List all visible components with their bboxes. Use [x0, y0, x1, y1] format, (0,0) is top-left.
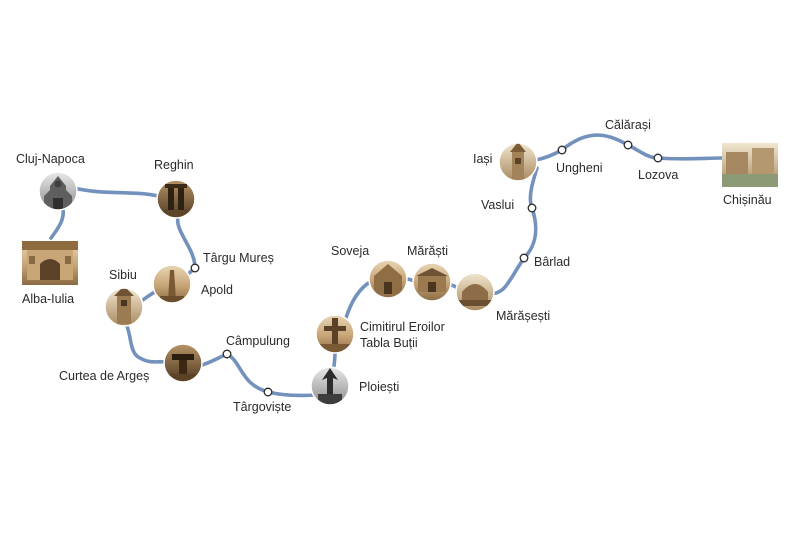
chisinau-photo: [722, 143, 778, 187]
ploiesti-photo: [311, 367, 349, 405]
label-alba-iulia: Alba-Iulia: [22, 292, 74, 306]
curtea-de-arges-photo: [164, 344, 202, 382]
label-campulung: Câmpulung: [226, 334, 290, 348]
marasti-photo: [413, 263, 451, 301]
sibiu-photo: [105, 288, 143, 326]
targoviste-stop: [263, 387, 273, 397]
alba-iulia-photo: [22, 241, 78, 285]
lozova-stop: [653, 153, 663, 163]
reghin-photo: [157, 180, 195, 218]
ungheni-stop: [557, 145, 567, 155]
calarasi-stop: [623, 140, 633, 150]
targu-mures-stop: [190, 263, 200, 273]
cluj-napoca-photo: [39, 172, 77, 210]
marasesti-photo: [456, 273, 494, 311]
label-barlad: Bârlad: [534, 255, 570, 269]
label-marasesti: Mărășești: [496, 309, 550, 323]
label-iasi: Iași: [473, 152, 492, 166]
label-marasti: Mărăști: [407, 244, 448, 258]
label-ungheni: Ungheni: [556, 161, 603, 175]
vaslui-stop: [527, 203, 537, 213]
label-targoviste: Târgoviște: [233, 400, 291, 414]
label-chisinau: Chișinău: [723, 193, 772, 207]
iasi-photo: [499, 143, 537, 181]
label-curtea-de-arges: Curtea de Argeș: [59, 369, 149, 383]
soveja-photo: [369, 260, 407, 298]
cimitirul-eroilor-photo: [316, 315, 354, 353]
label-cimitirul-line1: Cimitirul Eroilor: [360, 320, 445, 334]
label-cluj-napoca: Cluj-Napoca: [16, 152, 85, 166]
label-lozova: Lozova: [638, 168, 678, 182]
label-ploiesti: Ploiești: [359, 380, 399, 394]
route-line: [49, 133, 724, 398]
apold-photo: [153, 265, 191, 303]
label-calarasi: Călărași: [605, 118, 651, 132]
label-sibiu: Sibiu: [109, 268, 137, 282]
label-reghin: Reghin: [154, 158, 194, 172]
campulung-stop: [222, 349, 232, 359]
label-apold: Apold: [201, 283, 233, 297]
label-targu-mures: Târgu Mureș: [203, 251, 274, 265]
label-vaslui: Vaslui: [481, 198, 514, 212]
label-soveja: Soveja: [331, 244, 369, 258]
label-cimitirul-line2: Tabla Buții: [360, 336, 418, 350]
barlad-stop: [519, 253, 529, 263]
